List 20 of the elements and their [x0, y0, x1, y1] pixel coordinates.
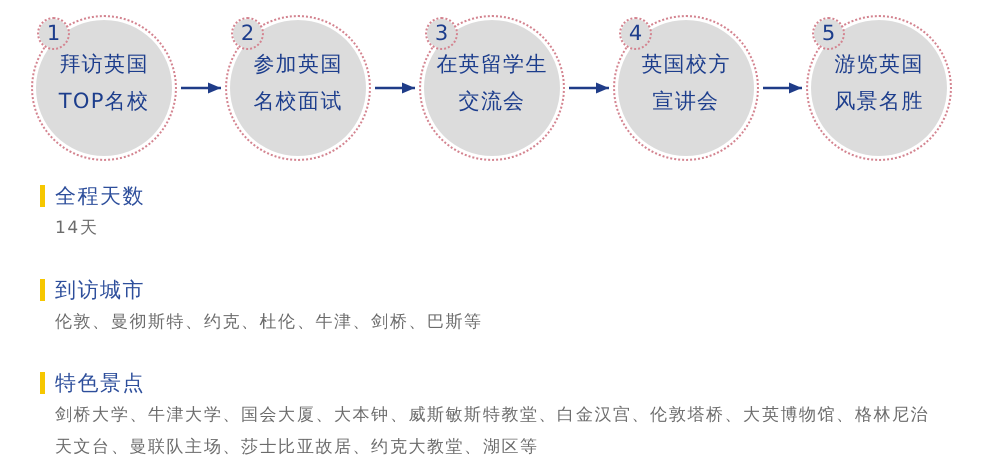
arrow — [763, 82, 802, 94]
step-label: 游览英国风景名胜 — [833, 50, 925, 114]
step-label: 英国校方宣讲会 — [640, 50, 732, 114]
step-number-badge: 2 — [231, 17, 264, 50]
section-text: 剑桥大学、牛津大学、国会大厦、大本钟、威斯敏斯特教堂、白金汉宫、伦敦塔桥、大英博物馆、格林尼治天文台、曼联队主场、莎士比亚故居、约克大教堂、湖区等 — [55, 404, 930, 459]
section-heading: 全程天数 — [55, 184, 145, 208]
step-label: 拜访英国TOP名校 — [58, 50, 150, 114]
step-number-badge: 1 — [37, 17, 70, 50]
arrow — [375, 82, 415, 94]
section-heading: 特色景点 — [55, 371, 145, 395]
step-number-badge: 5 — [812, 17, 845, 50]
step-number-badge: 4 — [619, 17, 652, 50]
step-number-badge: 3 — [425, 17, 458, 50]
section-text: 14天 — [55, 217, 98, 240]
step-label: 参加英国名校面试 — [252, 50, 344, 114]
step-label: 在英留学生交流会 — [435, 50, 549, 114]
section-text: 伦敦、曼彻斯特、约克、杜伦、牛津、剑桥、巴斯等 — [55, 311, 483, 334]
arrow — [569, 82, 609, 94]
section-heading: 到访城市 — [55, 278, 145, 302]
arrow — [181, 82, 221, 94]
